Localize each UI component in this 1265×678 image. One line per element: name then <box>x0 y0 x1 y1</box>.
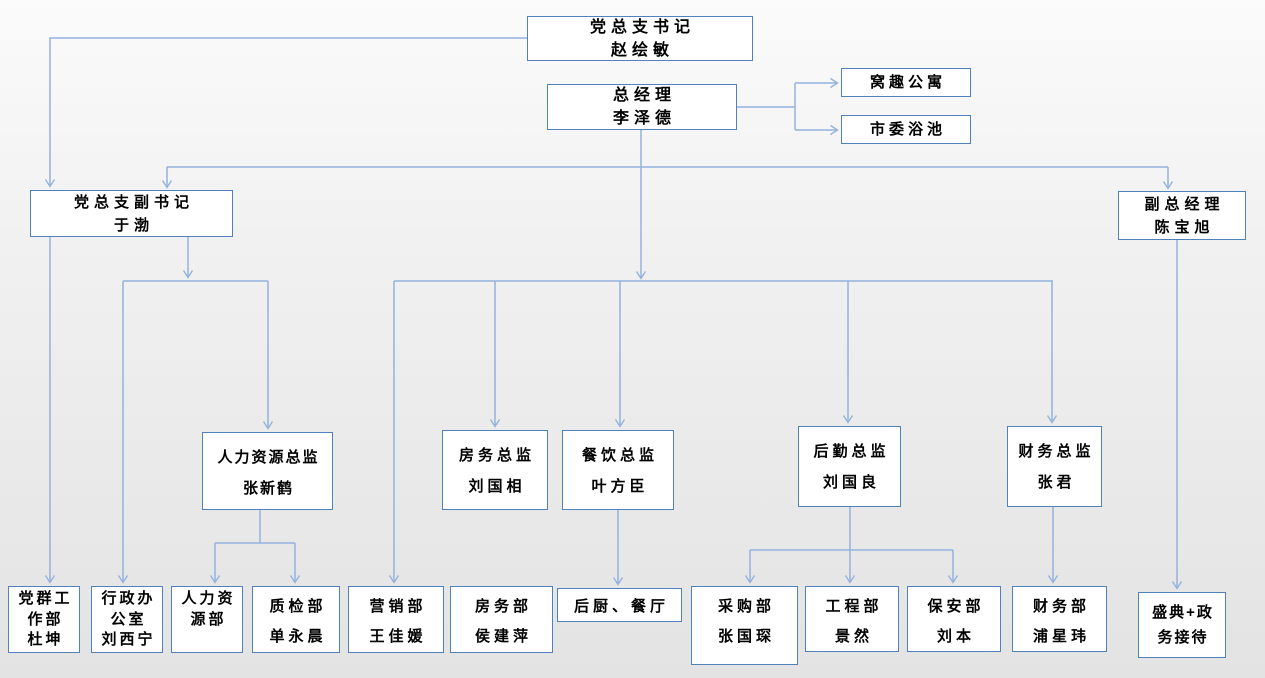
org-node-security-dept[interactable]: 保安部 刘本 <box>907 586 1001 652</box>
node-title: 党总支书记 <box>589 18 695 36</box>
node-person: 侯建萍 <box>474 628 532 645</box>
node-title: 总经理 <box>612 87 676 104</box>
node-person: 赵绘敏 <box>610 41 674 59</box>
node-title: 后勤总监 <box>813 443 890 460</box>
org-node-deputy-general-manager[interactable]: 副总经理 陈宝旭 <box>1118 191 1246 240</box>
org-node-general-manager[interactable]: 总经理 李泽德 <box>547 84 737 130</box>
node-title: 财务总监 <box>1018 443 1095 460</box>
org-node-admin-office[interactable]: 行政办 公室 刘西宁 <box>91 586 163 653</box>
org-node-logistics-director[interactable]: 后勤总监 刘国良 <box>798 426 901 507</box>
node-person: 景然 <box>834 628 873 645</box>
node-title: 务接待 <box>1157 629 1209 646</box>
node-person: 李泽德 <box>612 110 676 127</box>
node-person: 于渤 <box>113 216 154 234</box>
node-title: 党群工 <box>18 590 73 607</box>
node-title: 盛典+政 <box>1152 604 1214 621</box>
org-node-marketing-dept[interactable]: 营销部 王佳媛 <box>348 586 444 653</box>
node-person: 张新鹤 <box>242 480 294 497</box>
node-person: 张君 <box>1037 474 1076 491</box>
org-node-fnb-director[interactable]: 餐饮总监 叶方臣 <box>562 430 674 510</box>
node-title: 行政办 <box>101 590 156 607</box>
node-title: 后厨、餐厅 <box>573 597 669 615</box>
node-title: 窝趣公寓 <box>869 73 946 91</box>
org-node-housekeeping-dept[interactable]: 房务部 侯建萍 <box>450 586 553 653</box>
org-node-finance-dept[interactable]: 财务部 浦星玮 <box>1012 586 1107 652</box>
node-title: 党总支副书记 <box>73 193 194 211</box>
org-node-engineering-dept[interactable]: 工程部 景然 <box>805 586 899 652</box>
node-person: 叶方臣 <box>591 478 649 495</box>
node-title: 房务总监 <box>458 447 535 464</box>
org-node-housekeeping-director[interactable]: 房务总监 刘国相 <box>442 430 548 510</box>
node-person: 刘本 <box>936 628 975 645</box>
org-node-purchasing-dept[interactable]: 采购部 张国琛 <box>691 586 798 665</box>
node-title: 质检部 <box>269 598 327 615</box>
node-title: 房务部 <box>474 598 532 615</box>
org-node-hr-dept[interactable]: 人力资 源部 <box>171 586 243 653</box>
node-title: 财务部 <box>1032 598 1090 615</box>
node-person: 刘国相 <box>468 478 526 495</box>
org-node-wochu-apartment[interactable]: 窝趣公寓 <box>841 68 971 97</box>
org-node-party-mass-dept[interactable]: 党群工 作部 杜坤 <box>8 586 80 653</box>
node-person: 陈宝旭 <box>1154 218 1215 236</box>
org-node-deputy-party-secretary[interactable]: 党总支副书记 于渤 <box>30 190 233 237</box>
node-title: 人力资 <box>181 590 236 607</box>
node-title: 保安部 <box>927 598 985 615</box>
org-node-shiwei-bath[interactable]: 市委浴池 <box>841 115 971 144</box>
connector-secretary-to-deputy-party <box>44 37 527 188</box>
node-title: 营销部 <box>369 598 427 615</box>
org-node-party-secretary[interactable]: 党总支书记 赵绘敏 <box>527 16 753 61</box>
node-title: 餐饮总监 <box>581 447 658 464</box>
org-node-finance-director[interactable]: 财务总监 张君 <box>1007 426 1102 507</box>
node-title: 工程部 <box>825 598 883 615</box>
node-title: 人力资源总监 <box>217 449 320 466</box>
node-person: 王佳媛 <box>369 628 427 645</box>
node-title: 公室 <box>110 610 147 628</box>
node-person: 单永晨 <box>269 628 327 645</box>
node-title: 副总经理 <box>1144 195 1225 213</box>
org-node-qc-dept[interactable]: 质检部 单永晨 <box>252 586 340 653</box>
node-title: 采购部 <box>717 598 775 615</box>
org-node-kitchen-dining[interactable]: 后厨、餐厅 <box>557 588 682 622</box>
node-title: 作部 <box>27 610 64 628</box>
node-title: 源部 <box>190 610 227 628</box>
org-node-hr-director[interactable]: 人力资源总监 张新鹤 <box>202 432 333 510</box>
node-title: 市委浴池 <box>869 120 946 138</box>
node-person: 张国琛 <box>717 628 775 645</box>
node-person: 刘国良 <box>822 474 880 491</box>
org-node-ceremony-reception[interactable]: 盛典+政 务接待 <box>1138 592 1226 658</box>
node-person: 杜坤 <box>27 631 64 648</box>
node-person: 刘西宁 <box>101 631 156 648</box>
node-person: 浦星玮 <box>1032 628 1090 645</box>
